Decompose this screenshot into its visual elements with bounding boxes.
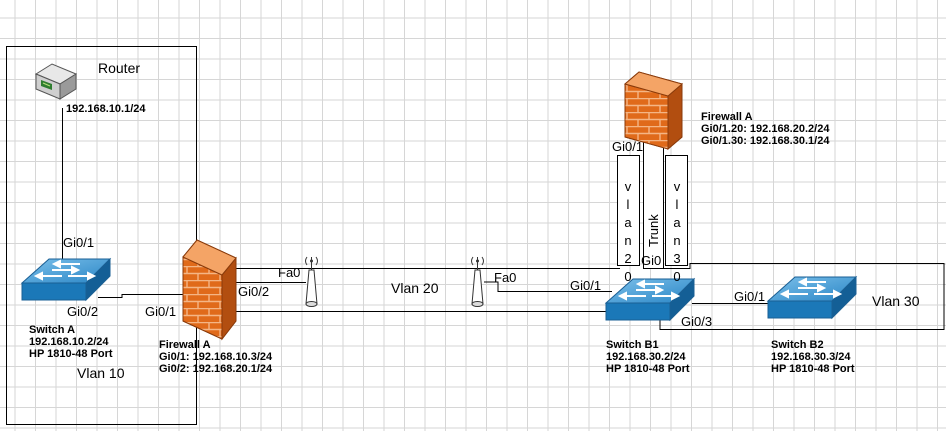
vlan20-link-box: [617, 155, 640, 266]
switch-b1-port-gi03: Gi0/3: [681, 314, 713, 329]
router-port-label: Gi0/1: [63, 235, 95, 250]
switch-b1-model: HP 1810-48 Port: [606, 363, 690, 375]
switch-a-ip: 192.168.10.2/24: [29, 336, 109, 348]
switch-a-model: HP 1810-48 Port: [29, 348, 113, 360]
switch-b1-port-gi01: Gi0/1: [570, 278, 602, 293]
vlan30-link-box: [665, 155, 688, 266]
switch-b1-ip: 192.168.30.2/24: [606, 351, 686, 363]
switch-a-name: Switch A: [29, 324, 76, 336]
ap2-port-label: Fa0: [494, 270, 517, 285]
router-icon: [34, 63, 78, 100]
firewall-left-port-gi02: Gi0/2: [238, 284, 270, 299]
switch-b1-name: Switch B1: [606, 339, 659, 351]
ap1-port-label: Fa0: [278, 265, 301, 280]
firewall-left-port-gi01: Gi0/1: [145, 304, 177, 319]
access-point-2-icon: [471, 256, 484, 307]
switch-a-uplink-port: Gi0/2: [67, 304, 99, 319]
switch-b2-ip: 192.168.30.3/24: [771, 351, 851, 363]
switch-a-icon: [20, 257, 112, 302]
trunk-link-label: Trunk: [646, 214, 661, 247]
vlan30-label: Vlan 30: [872, 293, 920, 309]
firewall-top-line1: Gi0/1.20: 192.168.20.2/24: [701, 123, 830, 135]
router-title: Router: [98, 60, 141, 76]
vlan20-zone: [230, 268, 620, 312]
vlan30-link-label: v l a n 3 0: [673, 179, 681, 284]
trunk-link-box: [643, 133, 664, 269]
vlan10-label: Vlan 10: [77, 365, 125, 381]
firewall-a-top-icon: [623, 71, 684, 151]
vlan20-link-label: v l a n 2 0: [624, 179, 632, 284]
firewall-a-left-icon: [182, 239, 237, 341]
link-ap2-switch-b1: [484, 281, 612, 292]
firewall-left-line1: Gi0/1: 192.168.10.3/24: [159, 351, 273, 363]
switch-b2-port: Gi0/1: [734, 289, 766, 304]
link-switch-a-firewall: [98, 294, 183, 298]
firewall-top-port: Gi0/1: [612, 139, 644, 154]
vlan30-zone: [659, 263, 945, 330]
firewall-top-name: Firewall A: [701, 111, 753, 123]
switch-b2-name: Switch B2: [771, 339, 824, 351]
switch-b2-model: HP 1810-48 Port: [771, 363, 855, 375]
firewall-left-name: Firewall A: [159, 339, 211, 351]
connections: [62, 108, 770, 304]
switch-b1-icon: [604, 277, 696, 322]
access-point-1-icon: [305, 256, 318, 307]
switch-b1-top-port: Gi0: [641, 253, 662, 268]
firewall-top-line2: Gi0/1.30: 192.168.30.1/24: [701, 135, 830, 147]
vlan10-zone: [6, 46, 197, 425]
router-ip: 192.168.10.1/24: [66, 103, 146, 115]
firewall-left-line2: Gi0/2: 192.168.20.1/24: [159, 363, 273, 375]
vlan20-label: Vlan 20: [391, 280, 439, 296]
switch-b2-icon: [766, 275, 858, 320]
